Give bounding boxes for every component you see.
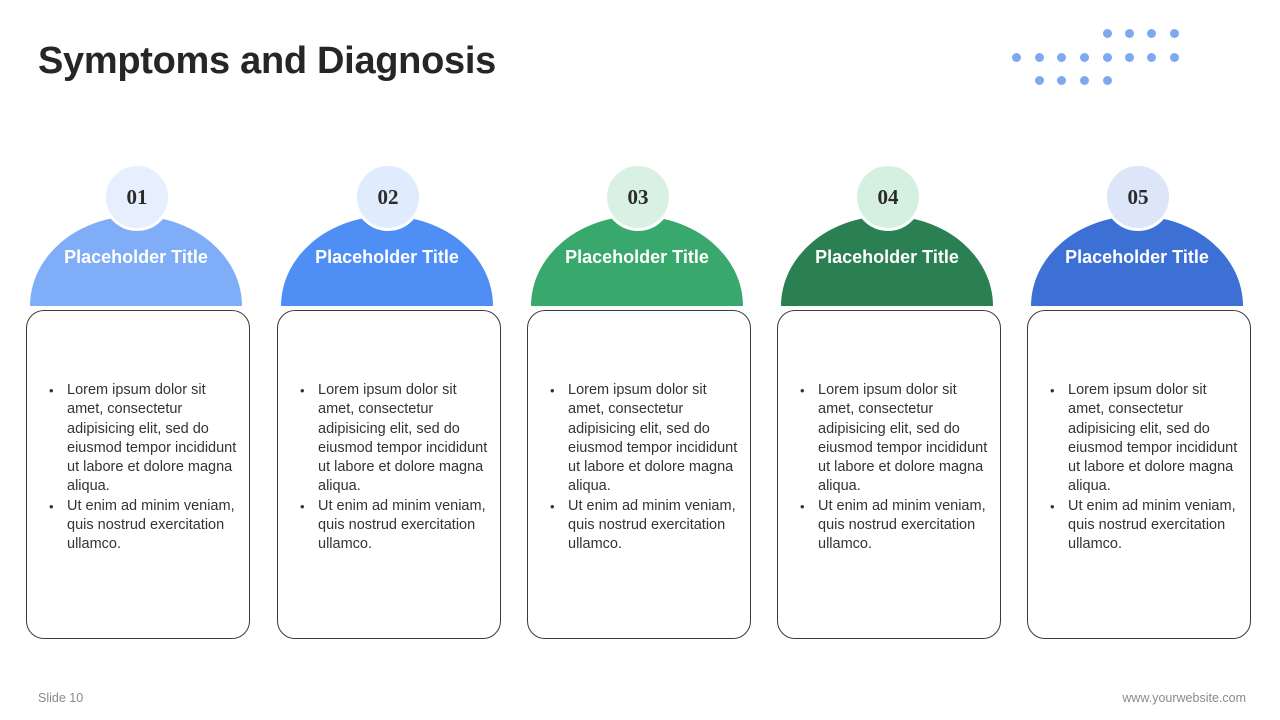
step-number-badge: 04 (854, 163, 922, 231)
bullet-item: Lorem ipsum dolor sit amet, consectetur … (798, 381, 994, 497)
decorative-dot (1080, 76, 1089, 85)
step-column-5: 05 Placeholder Title Lorem ipsum dolor s… (1027, 160, 1253, 640)
decorative-dot (1012, 53, 1021, 62)
bullet-item: Ut enim ad minim veniam, quis nostrud ex… (548, 497, 744, 555)
step-card: Lorem ipsum dolor sit amet, consectetur … (777, 310, 1001, 639)
bullet-list: Lorem ipsum dolor sit amet, consectetur … (798, 381, 994, 555)
website-url: www.yourwebsite.com (1122, 691, 1246, 705)
decorative-dot (1170, 53, 1179, 62)
bullet-item: Lorem ipsum dolor sit amet, consectetur … (1048, 381, 1244, 497)
decorative-dot (1147, 53, 1156, 62)
step-card: Lorem ipsum dolor sit amet, consectetur … (527, 310, 751, 639)
bullet-item: Lorem ipsum dolor sit amet, consectetur … (548, 381, 744, 497)
step-card: Lorem ipsum dolor sit amet, consectetur … (277, 310, 501, 639)
decorative-dot (1170, 29, 1179, 38)
slide-number: Slide 10 (38, 691, 84, 705)
step-title: Placeholder Title (64, 247, 208, 267)
decorative-dot-pattern (1006, 26, 1186, 90)
decorative-dot (1103, 53, 1112, 62)
bullet-item: Ut enim ad minim veniam, quis nostrud ex… (1048, 497, 1244, 555)
step-column-1: 01 Placeholder Title Lorem ipsum dolor s… (26, 160, 252, 640)
step-column-3: 03 Placeholder Title Lorem ipsum dolor s… (527, 160, 753, 640)
step-column-4: 04 Placeholder Title Lorem ipsum dolor s… (777, 160, 1003, 640)
decorative-dot (1080, 53, 1089, 62)
step-number-badge: 05 (1104, 163, 1172, 231)
decorative-dot (1035, 76, 1044, 85)
bullet-item: Ut enim ad minim veniam, quis nostrud ex… (47, 497, 243, 555)
decorative-dot (1057, 53, 1066, 62)
step-title: Placeholder Title (315, 247, 459, 267)
bullet-item: Ut enim ad minim veniam, quis nostrud ex… (298, 497, 494, 555)
decorative-dot (1125, 53, 1134, 62)
step-title: Placeholder Title (1065, 247, 1209, 267)
step-number-badge: 02 (354, 163, 422, 231)
decorative-dot (1103, 29, 1112, 38)
bullet-list: Lorem ipsum dolor sit amet, consectetur … (298, 381, 494, 555)
step-title: Placeholder Title (815, 247, 959, 267)
bullet-list: Lorem ipsum dolor sit amet, consectetur … (47, 381, 243, 555)
decorative-dot (1103, 76, 1112, 85)
bullet-item: Lorem ipsum dolor sit amet, consectetur … (47, 381, 243, 497)
bullet-list: Lorem ipsum dolor sit amet, consectetur … (548, 381, 744, 555)
step-number-badge: 01 (103, 163, 171, 231)
decorative-dot (1057, 76, 1066, 85)
step-card: Lorem ipsum dolor sit amet, consectetur … (26, 310, 250, 639)
step-column-2: 02 Placeholder Title Lorem ipsum dolor s… (277, 160, 503, 640)
step-title: Placeholder Title (565, 247, 709, 267)
decorative-dot (1125, 29, 1134, 38)
decorative-dot (1035, 53, 1044, 62)
bullet-list: Lorem ipsum dolor sit amet, consectetur … (1048, 381, 1244, 555)
decorative-dot (1147, 29, 1156, 38)
step-number-badge: 03 (604, 163, 672, 231)
bullet-item: Ut enim ad minim veniam, quis nostrud ex… (798, 497, 994, 555)
bullet-item: Lorem ipsum dolor sit amet, consectetur … (298, 381, 494, 497)
step-card: Lorem ipsum dolor sit amet, consectetur … (1027, 310, 1251, 639)
slide-title: Symptoms and Diagnosis (38, 40, 496, 82)
